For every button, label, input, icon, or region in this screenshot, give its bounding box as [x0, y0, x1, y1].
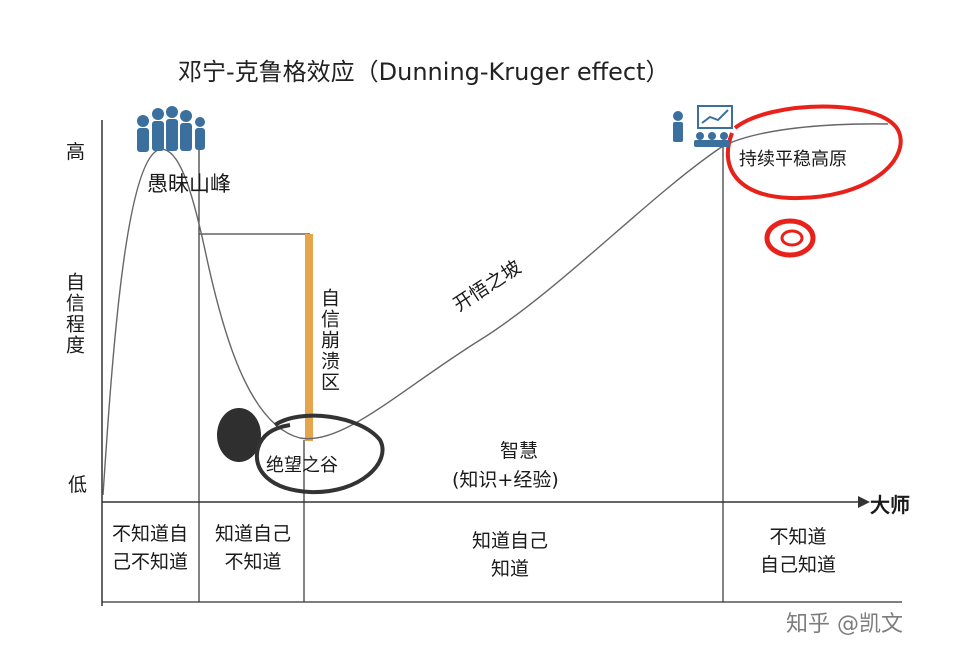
peak-label: 愚昧山峰	[147, 172, 231, 196]
confidence-curve	[102, 123, 889, 496]
collapse-bar	[305, 234, 313, 441]
wisdom-label: 智慧	[500, 440, 539, 462]
dark-scribble-blob	[217, 408, 261, 462]
red-scribble-inner	[780, 229, 804, 247]
wisdom-sublabel: (知识+经验)	[452, 469, 559, 491]
watermark: 知乎 @凯文	[786, 612, 903, 637]
dark-circle-marker	[254, 413, 385, 495]
crowd-icon	[137, 106, 205, 152]
x-axis-end-label: 大师	[870, 493, 910, 517]
teacher-presentation-icon	[673, 105, 733, 147]
stage-label-2: 知道自己 不知道	[214, 523, 291, 573]
stage-label-3: 知道自己 知道	[471, 530, 548, 580]
plateau-label: 持续平稳高原	[739, 149, 847, 170]
collapse-zone-label: 自信崩溃区	[318, 288, 340, 393]
y-axis-low-label: 低	[68, 474, 88, 496]
stage-label-1: 不知道自 己不知道	[111, 523, 188, 573]
red-scribble	[764, 218, 816, 258]
stage-label-4: 不知道 自己知道	[759, 526, 836, 576]
red-circle-marker	[725, 104, 903, 201]
diagram-title: 邓宁-克鲁格效应（Dunning-Kruger effect）	[178, 58, 670, 86]
valley-label: 绝望之谷	[266, 455, 338, 476]
y-axis-high-label: 高	[66, 141, 86, 163]
x-axis-arrowhead	[858, 496, 870, 508]
y-axis-title: 自信程度	[63, 272, 85, 356]
